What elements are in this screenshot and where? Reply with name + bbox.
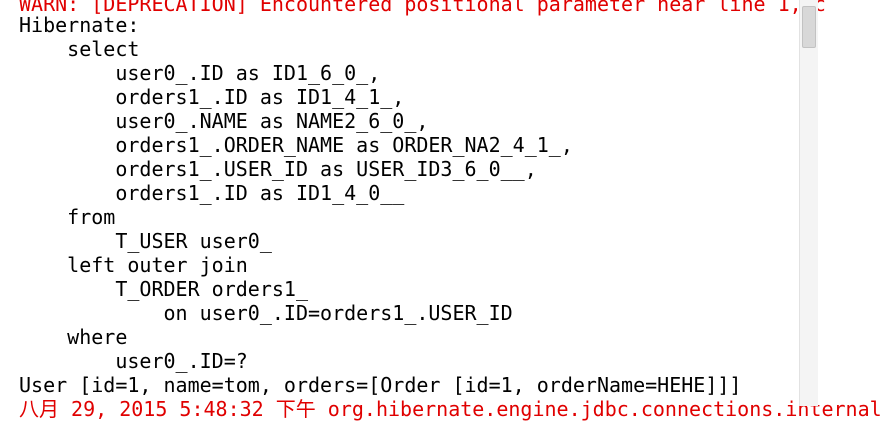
console-line: select: [19, 37, 140, 61]
console-line: T_USER user0_: [19, 229, 272, 253]
vertical-scrollbar[interactable]: [799, 0, 818, 406]
console-line: left outer join: [19, 253, 248, 277]
console-line: from: [19, 205, 116, 229]
console-line: on user0_.ID=orders1_.USER_ID: [19, 301, 513, 325]
console-line: orders1_.ORDER_NAME as ORDER_NA2_4_1_,: [19, 133, 573, 157]
scrollbar-thumb[interactable]: [802, 6, 816, 48]
console-line-result: User [id=1, name=tom, orders=[Order [id=…: [19, 373, 742, 397]
console-line-log: 八月 29, 2015 5:48:32 下午 org.hibernate.eng…: [19, 397, 882, 421]
console-line: T_ORDER orders1_: [19, 277, 308, 301]
console-line: where: [19, 325, 128, 349]
console-line: user0_.ID as ID1_6_0_,: [19, 61, 381, 85]
console-line: user0_.NAME as NAME2_6_0_,: [19, 109, 429, 133]
console-line: orders1_.ID as ID1_4_0__: [19, 181, 405, 205]
console-line: user0_.ID=?: [19, 349, 248, 373]
console-line: Hibernate:: [19, 13, 152, 37]
console-line: orders1_.USER_ID as USER_ID3_6_0__,: [19, 157, 537, 181]
console-line: orders1_.ID as ID1_4_1_,: [19, 85, 405, 109]
